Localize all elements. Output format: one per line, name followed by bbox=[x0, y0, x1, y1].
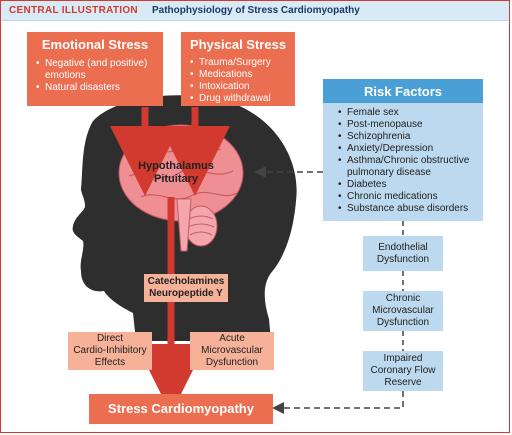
risk-item: Female sex bbox=[337, 107, 475, 119]
physical-stress-box: Physical Stress Trauma/Surgery Medicatio… bbox=[181, 32, 295, 106]
chronic-line: Chronic bbox=[385, 293, 421, 304]
stress-cardiomyopathy-box: Stress Cardiomyopathy bbox=[89, 394, 273, 424]
risk-item: Chronic medications bbox=[337, 191, 475, 203]
header-title: Pathophysiology of Stress Cardiomyopathy bbox=[152, 5, 360, 16]
direct-line: Effects bbox=[94, 357, 126, 368]
hypothalamus-label: Hypothalamus Pituitary bbox=[121, 160, 231, 186]
direct-cardio-inhibitory-box: Direct Cardio-Inhibitory Effects bbox=[68, 332, 152, 370]
hypothalamus-text: Hypothalamus bbox=[138, 160, 214, 172]
impaired-line: Coronary Flow bbox=[370, 365, 436, 376]
outcome-text: Stress Cardiomyopathy bbox=[108, 401, 254, 416]
risk-item: Diabetes bbox=[337, 179, 475, 191]
acute-line: Microvascular bbox=[201, 345, 263, 356]
risk-item: Substance abuse disorders bbox=[337, 203, 475, 215]
acute-microvascular-box: Acute Microvascular Dysfunction bbox=[190, 332, 274, 370]
chronic-line: Dysfunction bbox=[376, 317, 430, 328]
endothelial-dysfunction-box: Endothelial Dysfunction bbox=[363, 236, 443, 271]
emotional-stress-title: Emotional Stress bbox=[41, 37, 149, 52]
header-tag: CENTRAL ILLUSTRATION bbox=[9, 5, 138, 16]
physical-item: Trauma/Surgery bbox=[189, 57, 287, 69]
direct-line: Cardio-Inhibitory bbox=[73, 345, 147, 356]
risk-item: Asthma/Chronic obstructive pulmonary dis… bbox=[337, 155, 475, 179]
brain-stem bbox=[176, 198, 192, 252]
neuropeptide-text: Neuropeptide Y bbox=[149, 288, 223, 299]
emotional-stress-box: Emotional Stress Negative (and positive)… bbox=[27, 32, 163, 106]
physical-item: Intoxication bbox=[189, 81, 287, 93]
physical-stress-title: Physical Stress bbox=[189, 37, 287, 52]
direct-line: Direct bbox=[96, 333, 124, 344]
dashed-impaired-to-outcome bbox=[272, 391, 404, 414]
risk-item: Anxiety/Depression bbox=[337, 143, 475, 155]
risk-factors-title: Risk Factors bbox=[363, 83, 443, 99]
risk-factors-header: Risk Factors bbox=[323, 79, 483, 103]
acute-line: Dysfunction bbox=[205, 357, 259, 368]
emotional-item: Negative (and positive) emotions bbox=[35, 58, 155, 82]
header-bar: CENTRAL ILLUSTRATION Pathophysiology of … bbox=[1, 1, 509, 21]
catecholamines-text: Catecholamines bbox=[147, 276, 225, 287]
impaired-coronary-flow-box: Impaired Coronary Flow Reserve bbox=[363, 351, 443, 391]
emotional-item: Natural disasters bbox=[35, 82, 155, 94]
physical-item: Medications bbox=[189, 69, 287, 81]
pituitary-text: Pituitary bbox=[153, 173, 198, 185]
catecholamines-box: Catecholamines Neuropeptide Y bbox=[144, 274, 228, 302]
risk-item: Schizophrenia bbox=[337, 131, 475, 143]
acute-line: Acute bbox=[219, 333, 245, 344]
physical-item: Drug withdrawal bbox=[189, 93, 287, 105]
risk-item: Post-menopause bbox=[337, 119, 475, 131]
endothelial-line: Dysfunction bbox=[376, 253, 430, 265]
risk-factors-list: Female sex Post-menopause Schizophrenia … bbox=[323, 103, 483, 221]
impaired-line: Impaired bbox=[383, 353, 423, 364]
chronic-line: Microvascular bbox=[372, 305, 434, 316]
chronic-microvascular-box: Chronic Microvascular Dysfunction bbox=[363, 291, 443, 331]
impaired-line: Reserve bbox=[384, 377, 422, 388]
endothelial-line: Endothelial bbox=[378, 241, 428, 253]
